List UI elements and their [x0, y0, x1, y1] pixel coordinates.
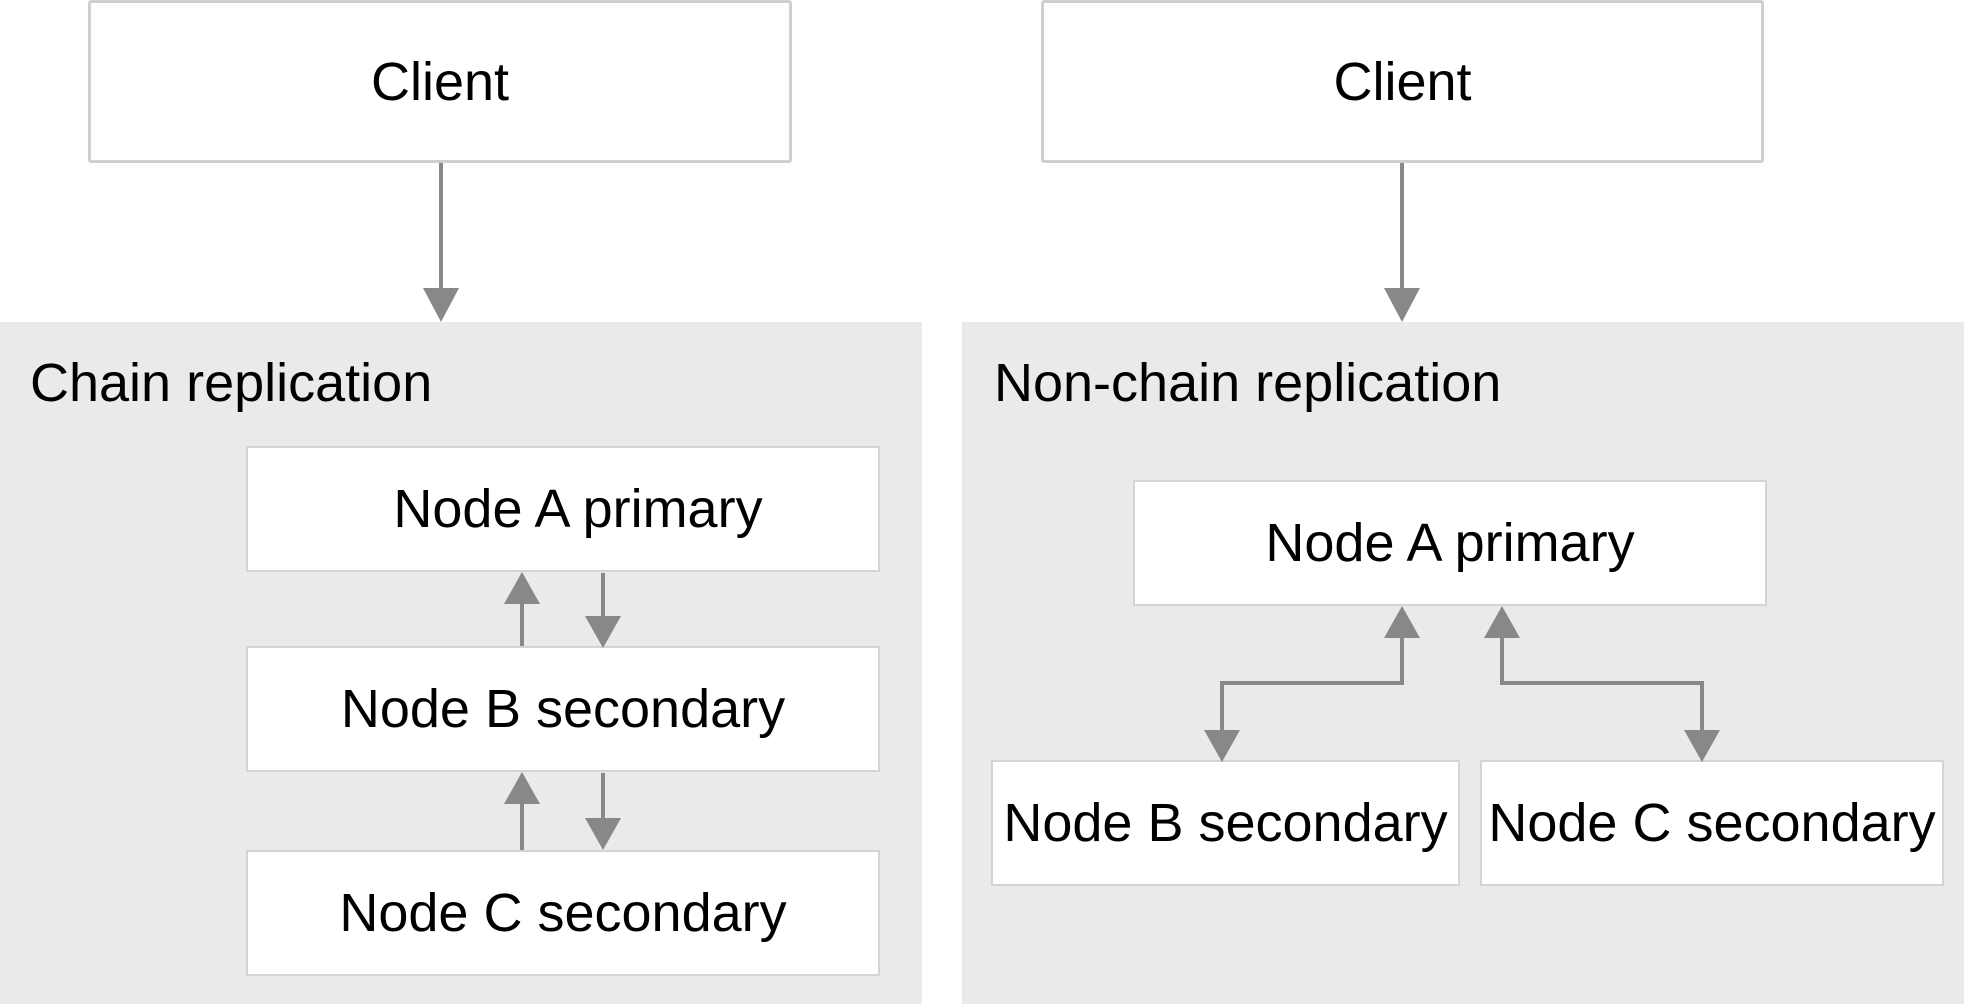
- right-a-to-c-arrowhead: [1684, 730, 1720, 762]
- right-node-b-box: Node B secondary: [991, 760, 1460, 886]
- right-c-to-a-arrowhead: [1484, 606, 1520, 638]
- left-b-to-a-arrowhead: [504, 572, 540, 604]
- left-a-to-b-arrowhead: [585, 616, 621, 648]
- right-client-arrowhead: [1384, 288, 1420, 322]
- right-client-box: Client: [1041, 0, 1764, 163]
- non-chain-replication-title: Non-chain replication: [994, 353, 1502, 413]
- non-chain-replication-panel: [962, 322, 1964, 1004]
- right-node-c-box: Node C secondary: [1480, 760, 1944, 886]
- right-a-to-b-arrowhead: [1204, 730, 1240, 762]
- left-b-to-c-arrowhead: [585, 818, 621, 850]
- left-node-b-box: Node B secondary: [246, 646, 880, 772]
- left-client-arrowhead: [423, 288, 459, 322]
- right-node-a-box: Node A primary: [1133, 480, 1767, 606]
- right-a-c-connector: [1500, 636, 1704, 733]
- right-b-to-a-arrowhead: [1384, 606, 1420, 638]
- chain-replication-title: Chain replication: [30, 353, 433, 413]
- left-node-c-box: Node C secondary: [246, 850, 880, 976]
- left-c-to-b-arrowhead: [504, 772, 540, 804]
- left-client-box: Client: [88, 0, 792, 163]
- right-a-b-connector: [1220, 636, 1404, 733]
- left-node-a-box: Node A primary: [246, 446, 880, 572]
